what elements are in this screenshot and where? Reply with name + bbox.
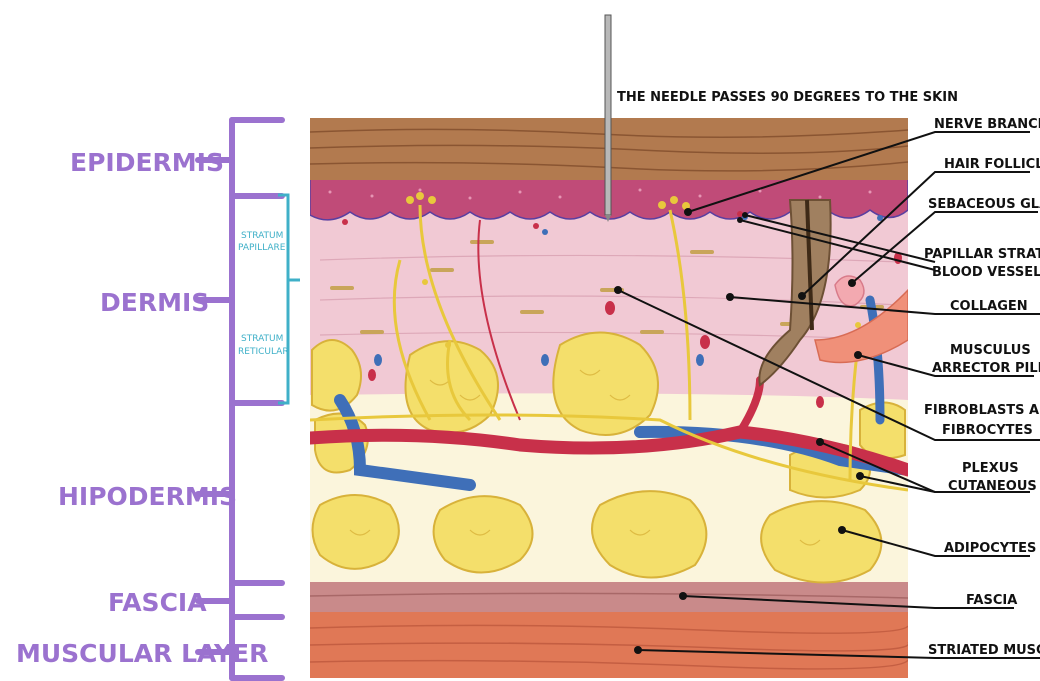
label-hipodermis: HIPODERMIS	[58, 482, 237, 511]
ann-arrector-pilli: ARRECTOR PILLI	[932, 361, 1040, 376]
label-stratum-reticular-1: STRATUM	[241, 334, 283, 344]
ann-striated-muscle: STRIATED MUSCLE	[928, 643, 1040, 658]
label-stratum-reticular-2: RETICULAR	[238, 347, 289, 357]
ann-musculus: MUSCULUS	[950, 343, 1031, 358]
label-dermis: DERMIS	[100, 288, 209, 317]
ann-plexus: PLEXUS	[962, 461, 1019, 476]
ann-fibrocytes: FIBROCYTES	[942, 423, 1033, 438]
ann-collagen: COLLAGEN	[950, 299, 1028, 314]
dermis-sub-bracket	[278, 195, 300, 403]
label-fascia: FASCIA	[108, 588, 207, 617]
label-stratum-papillare-1: STRATUM	[241, 231, 283, 241]
needle-caption: THE NEEDLE PASSES 90 DEGREES TO THE SKIN	[617, 90, 958, 105]
ann-fibroblasts: FIBROBLASTS AND	[924, 403, 1040, 418]
label-muscular-layer: MUSCULAR LAYER	[16, 639, 268, 668]
ann-adipocytes: ADIPOCYTES	[944, 541, 1036, 556]
label-stratum-papillare-2: PAPILLARE	[238, 243, 286, 253]
ann-sebaceous-gland: SEBACEOUS GLAND	[928, 197, 1040, 212]
ann-hair-follicle: HAIR FOLLICLE	[944, 157, 1040, 172]
ann-blood-vessels: BLOOD VESSELS	[932, 265, 1040, 280]
ann-fascia: FASCIA	[966, 593, 1017, 608]
needle	[605, 15, 611, 222]
ann-nerve-branch: NERVE BRANCH	[934, 117, 1040, 132]
ann-papillar-stratus: PAPILLAR STRATUS	[924, 247, 1040, 262]
layer-brackets	[198, 120, 282, 678]
label-epidermis: EPIDERMIS	[70, 148, 224, 177]
ann-cutaneous: CUTANEOUS	[948, 479, 1037, 494]
